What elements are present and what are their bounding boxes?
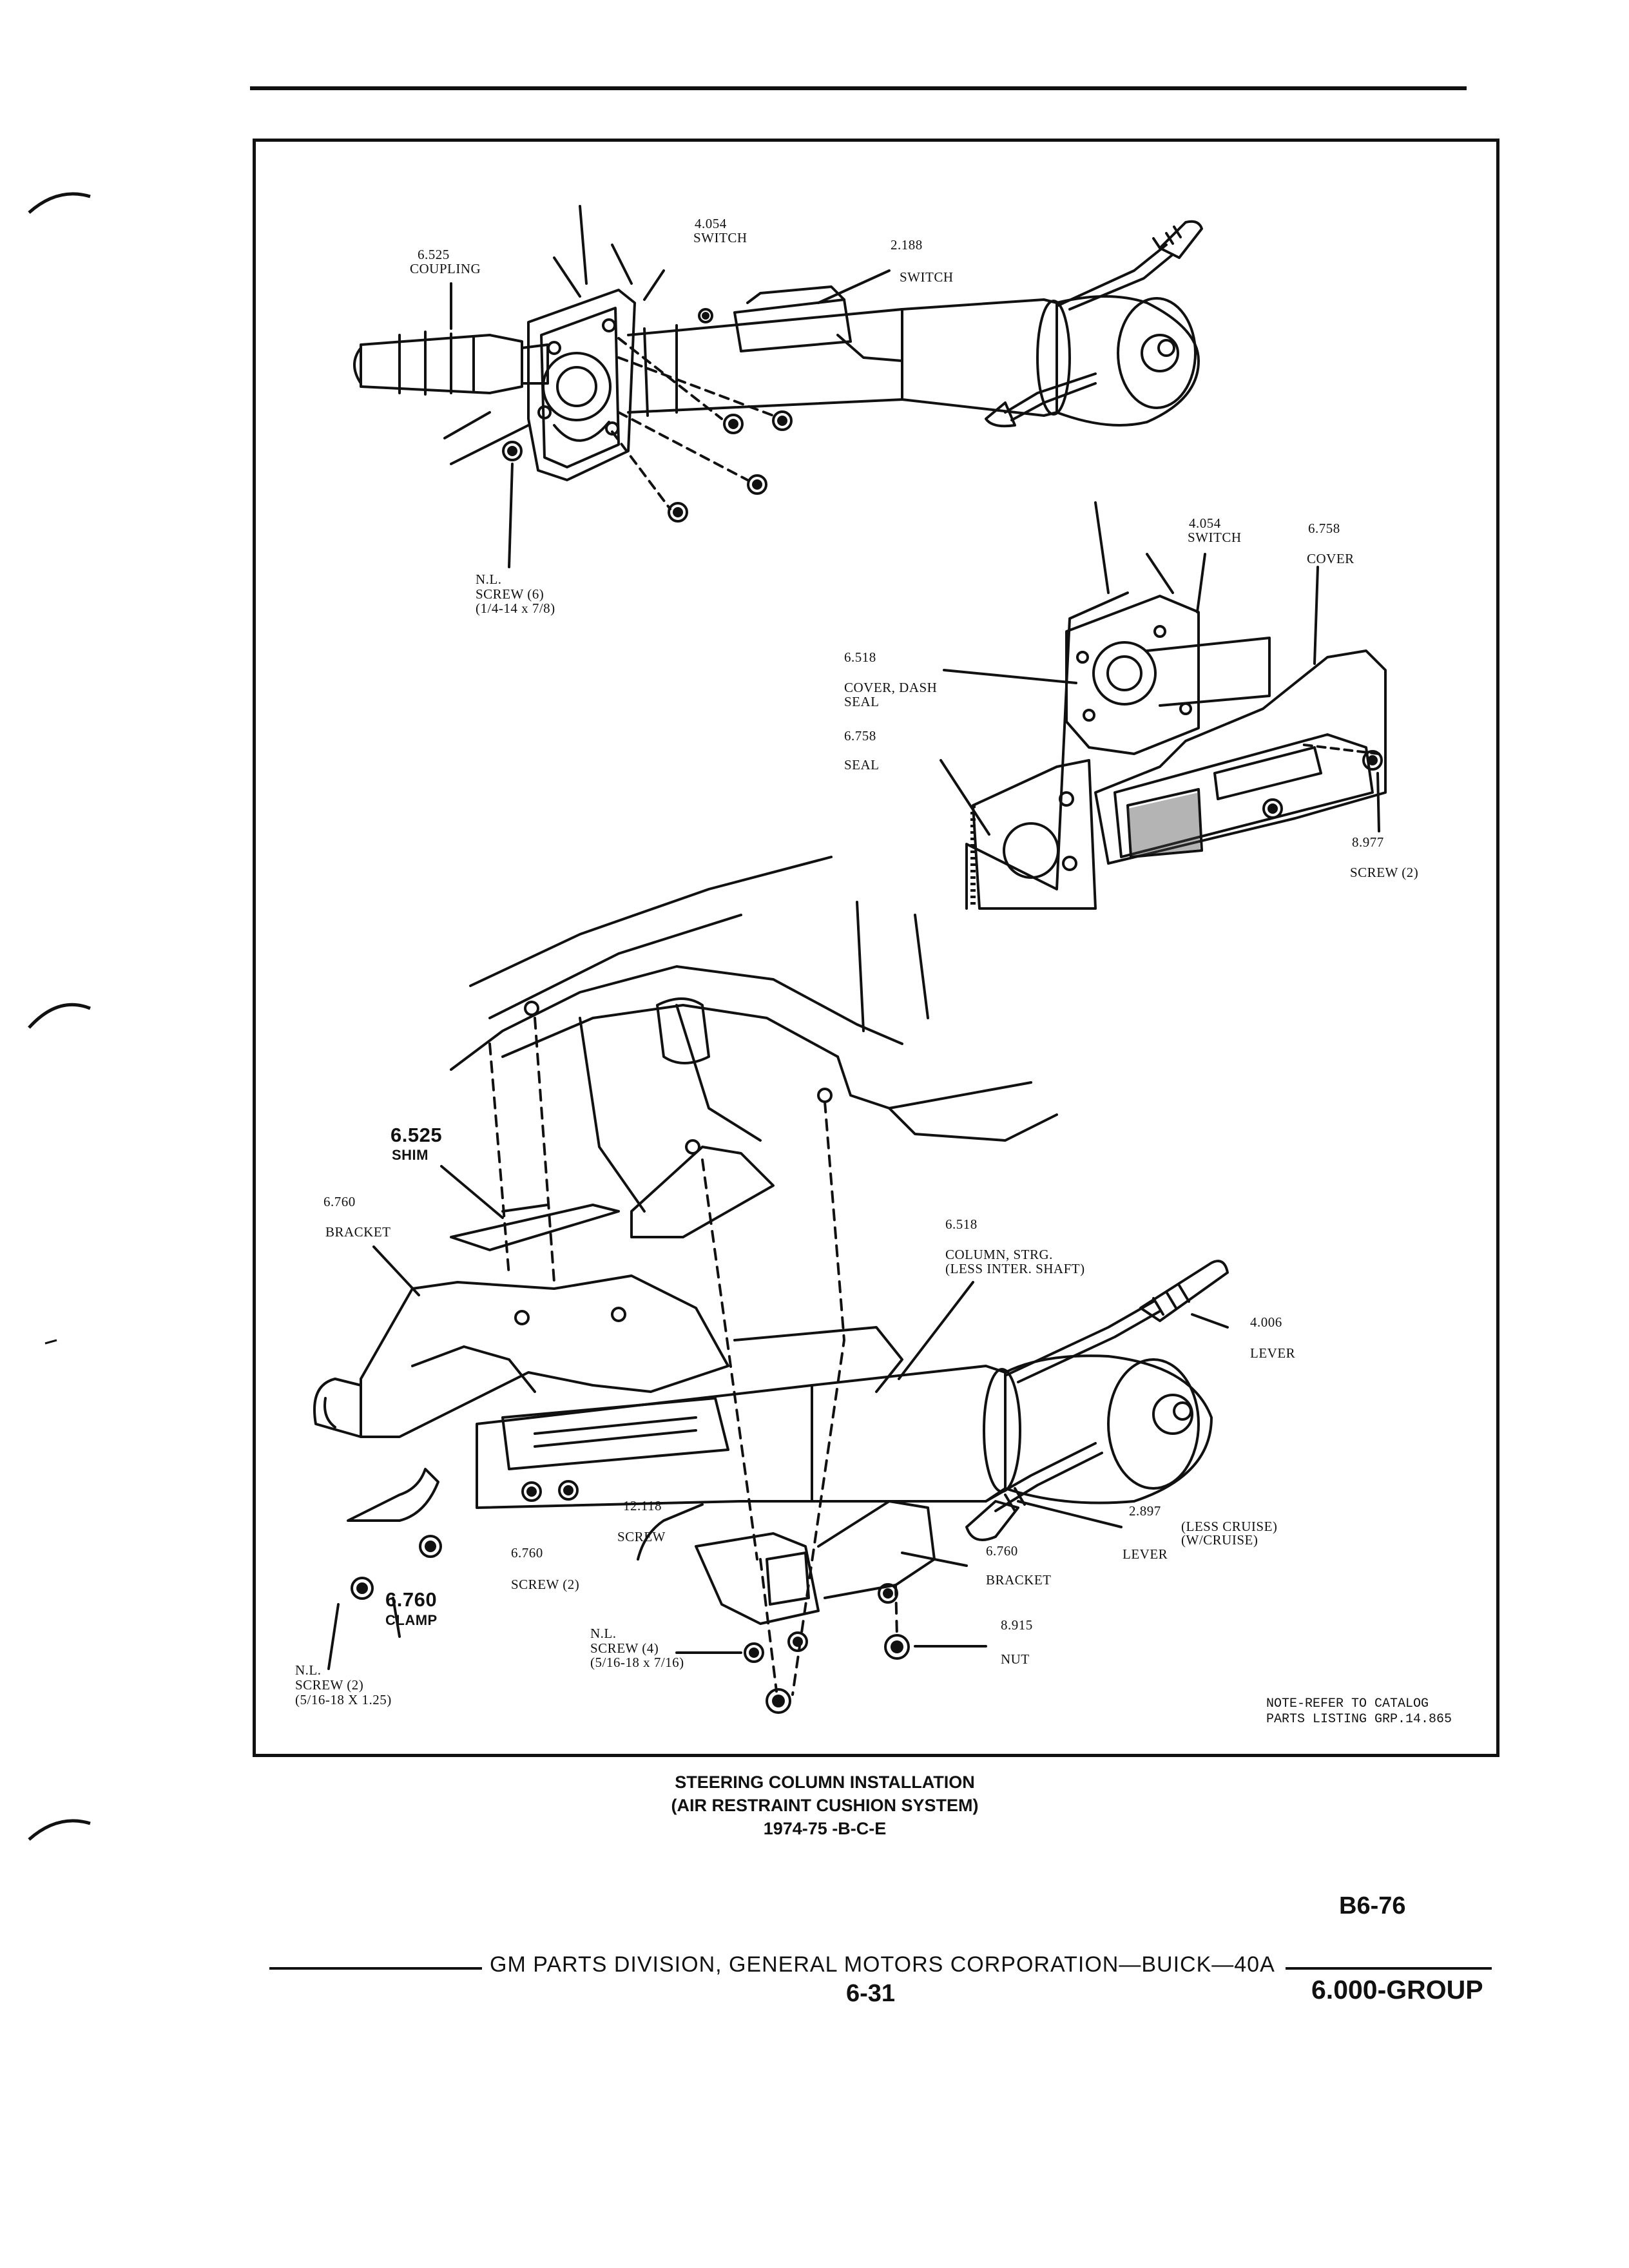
label-screw-top-name: SCREW (6): [476, 586, 545, 602]
label-screw-6760-name: SCREW (2): [511, 1577, 580, 1592]
label-screw-mid-num: 8.977: [1352, 834, 1384, 850]
label-screw-12-num: 12.118: [623, 1498, 662, 1514]
label-switch-top-a-name: SWITCH: [693, 230, 747, 245]
label-bracket-left-name: BRACKET: [325, 1224, 391, 1240]
footer-publisher: GM PARTS DIVISION, GENERAL MOTORS CORPOR…: [490, 1952, 1275, 1977]
top-assembly: [353, 205, 1203, 568]
label-clamp-name: CLAMP: [385, 1612, 438, 1628]
label-dash-seal-name: COVER, DASH: [844, 680, 938, 695]
label-nut-num: 8.915: [1001, 1617, 1033, 1633]
label-lever-bottom-name: LEVER: [1123, 1546, 1168, 1562]
label-lever-bottom-num: 2.897: [1129, 1503, 1161, 1519]
label-coupling-name: COUPLING: [410, 261, 481, 276]
label-screw-6760-num: 6.760: [511, 1545, 543, 1561]
label-screw-mid-name: SCREW (2): [1350, 865, 1419, 880]
label-screw-2-spec: (5/16-18 X 1.25): [295, 1692, 392, 1707]
bottom-assembly: [313, 856, 1229, 1714]
label-switch-mid-name: SWITCH: [1188, 530, 1242, 545]
footer-rule-left: [269, 1967, 482, 1970]
label-column-name2: (LESS INTER. SHAFT): [945, 1261, 1085, 1276]
label-lever-top-name: LEVER: [1250, 1345, 1296, 1361]
label-switch-top-b-name: SWITCH: [900, 269, 954, 285]
label-switch-mid-num: 4.054: [1189, 515, 1221, 531]
diagram-frame: [253, 139, 1499, 1757]
label-column-name: COLUMN, STRG.: [945, 1247, 1053, 1262]
label-seal-mid-num: 6.758: [844, 728, 876, 744]
label-screw-top-spec: (1/4-14 x 7/8): [476, 601, 555, 616]
footer-rule-right: [1286, 1967, 1492, 1970]
catalog-note-line2: PARTS LISTING GRP.14.865: [1266, 1712, 1452, 1727]
label-screw-2-num: N.L.: [295, 1662, 322, 1678]
label-switch-top-b-num: 2.188: [891, 237, 923, 253]
label-bracket-right-num: 6.760: [986, 1543, 1018, 1559]
label-seal-mid-name: SEAL: [844, 757, 880, 773]
label-bracket-left-num: 6.760: [323, 1194, 356, 1209]
caption-line1: STEERING COLUMN INSTALLATION: [675, 1773, 975, 1792]
label-screw-4-num: N.L.: [590, 1626, 617, 1641]
label-screw-12-name: SCREW: [617, 1529, 666, 1544]
label-dash-seal-name2: SEAL: [844, 694, 880, 709]
label-dash-seal-num: 6.518: [844, 649, 876, 665]
figure-code: B6-76: [1339, 1892, 1406, 1919]
label-column-num: 6.518: [945, 1216, 978, 1232]
middle-detail: [940, 501, 1387, 910]
label-shim-num: 6.525: [390, 1124, 443, 1146]
label-bracket-right-name: BRACKET: [986, 1572, 1052, 1588]
caption-line2: (AIR RESTRAINT CUSHION SYSTEM): [671, 1796, 979, 1815]
label-shim-name: SHIM: [392, 1147, 429, 1163]
label-nut-name: NUT: [1001, 1651, 1030, 1667]
footer-page-number: 6-31: [846, 1980, 896, 2007]
label-screw-4-name: SCREW (4): [590, 1640, 659, 1656]
label-cover-mid-num: 6.758: [1308, 521, 1340, 536]
label-cover-mid-name: COVER: [1307, 551, 1354, 566]
label-screw-2-name: SCREW (2): [295, 1677, 364, 1693]
footer-group: 6.000-GROUP: [1311, 1975, 1483, 2004]
label-lever-bottom-cruise1: (LESS CRUISE): [1181, 1519, 1278, 1534]
caption-line3: 1974-75 -B-C-E: [763, 1819, 887, 1838]
label-screw-4-spec: (5/16-18 x 7/16): [590, 1655, 684, 1670]
label-switch-top-a-num: 4.054: [695, 216, 727, 231]
label-lever-top-num: 4.006: [1250, 1314, 1282, 1330]
catalog-note-line1: NOTE-REFER TO CATALOG: [1266, 1696, 1429, 1711]
label-lever-bottom-cruise2: (W/CRUISE): [1181, 1532, 1258, 1548]
label-screw-top-num: N.L.: [476, 572, 502, 587]
top-rule: [250, 86, 1467, 90]
label-coupling-num: 6.525: [418, 247, 450, 262]
